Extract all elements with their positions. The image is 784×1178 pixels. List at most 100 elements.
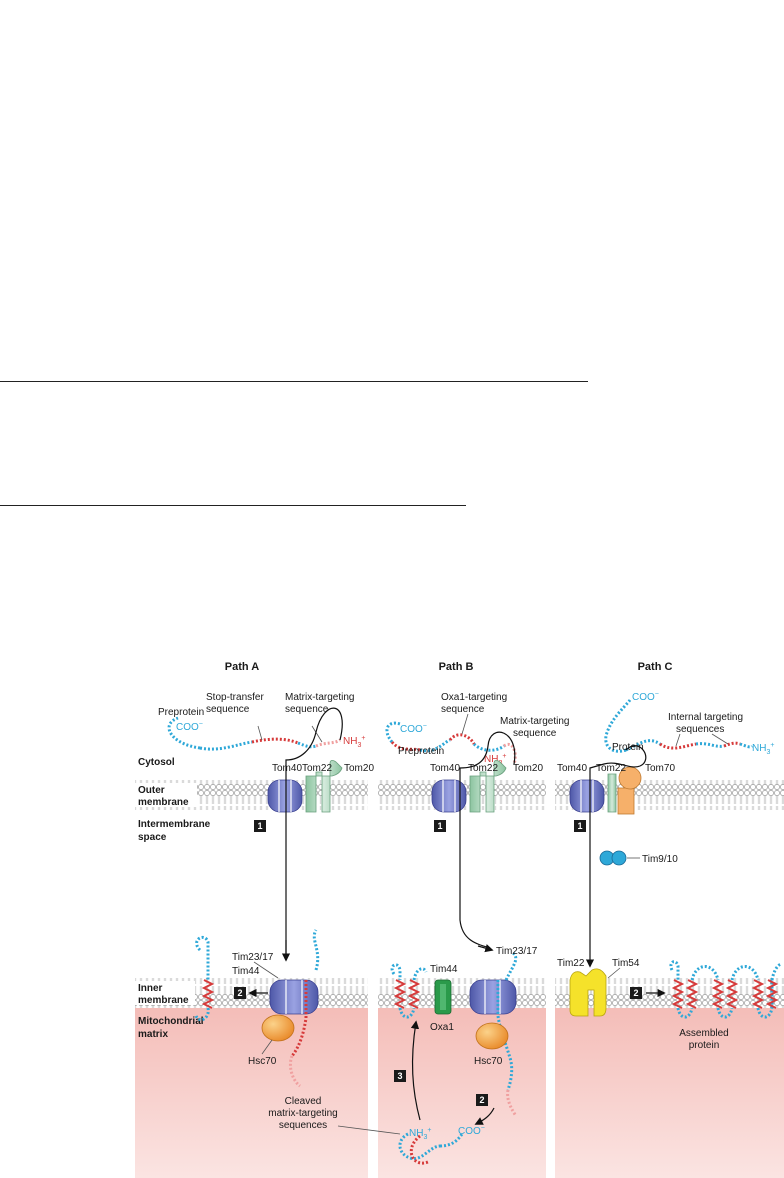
tim-chain-a	[312, 929, 320, 971]
label-matrix-1: Mitochondrial	[138, 1016, 204, 1027]
step-2-b: 2	[479, 1095, 484, 1105]
tim2317-label-b: Tim23/17	[496, 946, 538, 957]
preprotein-a-seg1	[199, 740, 253, 751]
tim22-label-c: Tim22	[557, 958, 585, 969]
tom22-c	[607, 773, 617, 813]
matrix-chain-b	[496, 980, 514, 1091]
hsc70-label-b: Hsc70	[474, 1056, 503, 1067]
tom70-c	[617, 787, 635, 815]
stop-transfer-helix-a	[201, 979, 215, 1009]
tom20-label-b: Tom20	[513, 763, 543, 774]
step-2-badge-c	[630, 987, 642, 999]
oxa1-targeting-label-2: sequence	[441, 704, 485, 715]
assembled-helix-4-c	[725, 979, 739, 1009]
mitochondrial-import-diagram: Cytosol Outer membrane Intermembrane spa…	[135, 661, 784, 1178]
nh3-label-a: NH3+	[343, 735, 365, 749]
oxa1-helix-1-b	[393, 979, 407, 1009]
matrix-region-b	[378, 1008, 546, 1178]
tom40-label-b: Tom40	[430, 763, 460, 774]
path-c-title: Path C	[638, 661, 673, 673]
tom40-label-c: Tom40	[557, 763, 587, 774]
tim44-label-b: Tim44	[430, 964, 458, 975]
internal-seq-2-c	[723, 741, 741, 748]
step-2-c: 2	[633, 988, 638, 998]
path-a: Preprotein COO− Stop-transfer sequence M…	[158, 692, 401, 1135]
coo-label-a: COO−	[176, 721, 203, 733]
step-1-badge-a	[254, 820, 266, 832]
tom40-a	[267, 779, 303, 813]
tom70-label-c: Tom70	[645, 763, 675, 774]
oxa1-label-b: Oxa1	[430, 1022, 454, 1033]
step-1-b: 1	[437, 821, 442, 831]
path-a-title: Path A	[225, 661, 259, 673]
matrix-region-a	[135, 1008, 368, 1178]
nh3-label-c: NH3+	[752, 742, 774, 756]
internal-targeting-label-1: Internal targeting	[668, 712, 743, 723]
preprotein-label-a: Preprotein	[158, 707, 204, 718]
stop-transfer-label-2: sequence	[206, 704, 250, 715]
cleaved-seq-a	[288, 1055, 301, 1088]
matrix-targeting-label-b-2: sequence	[513, 728, 557, 739]
coo-label-b: COO−	[400, 723, 427, 735]
preprotein-a-cterm	[167, 716, 201, 750]
label-intermembrane-2: space	[138, 832, 167, 843]
tim910-label-c: Tim9/10	[642, 854, 678, 865]
step-2-badge-b	[476, 1094, 488, 1106]
step-3-b: 3	[397, 1071, 402, 1081]
label-inner-membrane-2: membrane	[138, 995, 189, 1006]
internal-targeting-label-2: sequences	[676, 724, 724, 735]
internal-seq-1-c	[659, 742, 697, 750]
nh3-bottom-b: NH3+	[409, 1127, 431, 1141]
matrix-target-seq-a	[315, 738, 341, 748]
tim44-label-a: Tim44	[232, 966, 260, 977]
cleaved-label-1: Cleaved	[285, 1096, 322, 1107]
import-path-c	[589, 745, 647, 890]
tom40-label-a: Tom40	[272, 763, 302, 774]
pointer-cleaved	[337, 1125, 401, 1135]
label-outer-membrane-2: membrane	[138, 797, 189, 808]
step-3-arrow-b	[410, 1020, 421, 1121]
tim2317-label-a: Tim23/17	[232, 952, 274, 963]
outer-membrane-label-bg	[135, 783, 197, 807]
inner-membrane-label-bg	[135, 981, 195, 1005]
tom20-label-a: Tom20	[344, 763, 374, 774]
assembled-label-1: Assembled	[679, 1028, 728, 1039]
matrix-targeting-label-a-1: Matrix-targeting	[285, 692, 354, 703]
tom22-label-b: Tom22	[468, 763, 498, 774]
preprotein-label-b: Preprotein	[398, 746, 444, 757]
step-1-badge-c	[574, 820, 586, 832]
step-1-a: 1	[257, 821, 262, 831]
tom40-b	[431, 779, 467, 813]
hsc70-label-a: Hsc70	[248, 1056, 277, 1067]
label-intermembrane-1: Intermembrane	[138, 819, 211, 830]
path-b: COO− Preprotein Oxa1-targeting sequence …	[385, 692, 569, 1165]
oxa1-targeting-label-1: Oxa1-targeting	[441, 692, 507, 703]
top-rule	[0, 381, 588, 382]
tim54-label-c: Tim54	[612, 958, 640, 969]
step-1-c: 1	[577, 821, 582, 831]
tom22-tom20-b	[469, 760, 507, 813]
preprotein-a-seg2	[297, 741, 317, 749]
protein-c-nterm	[604, 699, 632, 753]
oxa1-target-seq-b	[448, 733, 476, 745]
tom40-c	[569, 779, 605, 813]
oxa1-helix-2-b	[407, 979, 421, 1009]
tom22-tom20-a	[305, 760, 343, 813]
second-rule	[0, 505, 466, 506]
matrix-region-c	[555, 1008, 784, 1178]
coo-label-c: COO−	[632, 691, 659, 703]
matrix-targeting-label-a-2: sequence	[285, 704, 329, 715]
label-outer-membrane-1: Outer	[138, 785, 165, 796]
assembled-helix-2-c	[685, 979, 699, 1009]
inserted-chain-a	[195, 936, 210, 980]
tom22-label-c: Tom22	[596, 763, 626, 774]
assembled-helix-3-c	[711, 979, 725, 1009]
label-inner-membrane-1: Inner	[138, 983, 163, 994]
tom22-label-a: Tom22	[302, 763, 332, 774]
step-3-badge-b	[394, 1070, 406, 1082]
import-path-a	[285, 707, 343, 960]
path-b-title: Path B	[439, 661, 474, 673]
coo-bottom-b: COO−	[458, 1125, 485, 1137]
stop-transfer-seq-a	[251, 737, 299, 745]
cleaved-label-2: matrix-targeting	[268, 1108, 337, 1119]
